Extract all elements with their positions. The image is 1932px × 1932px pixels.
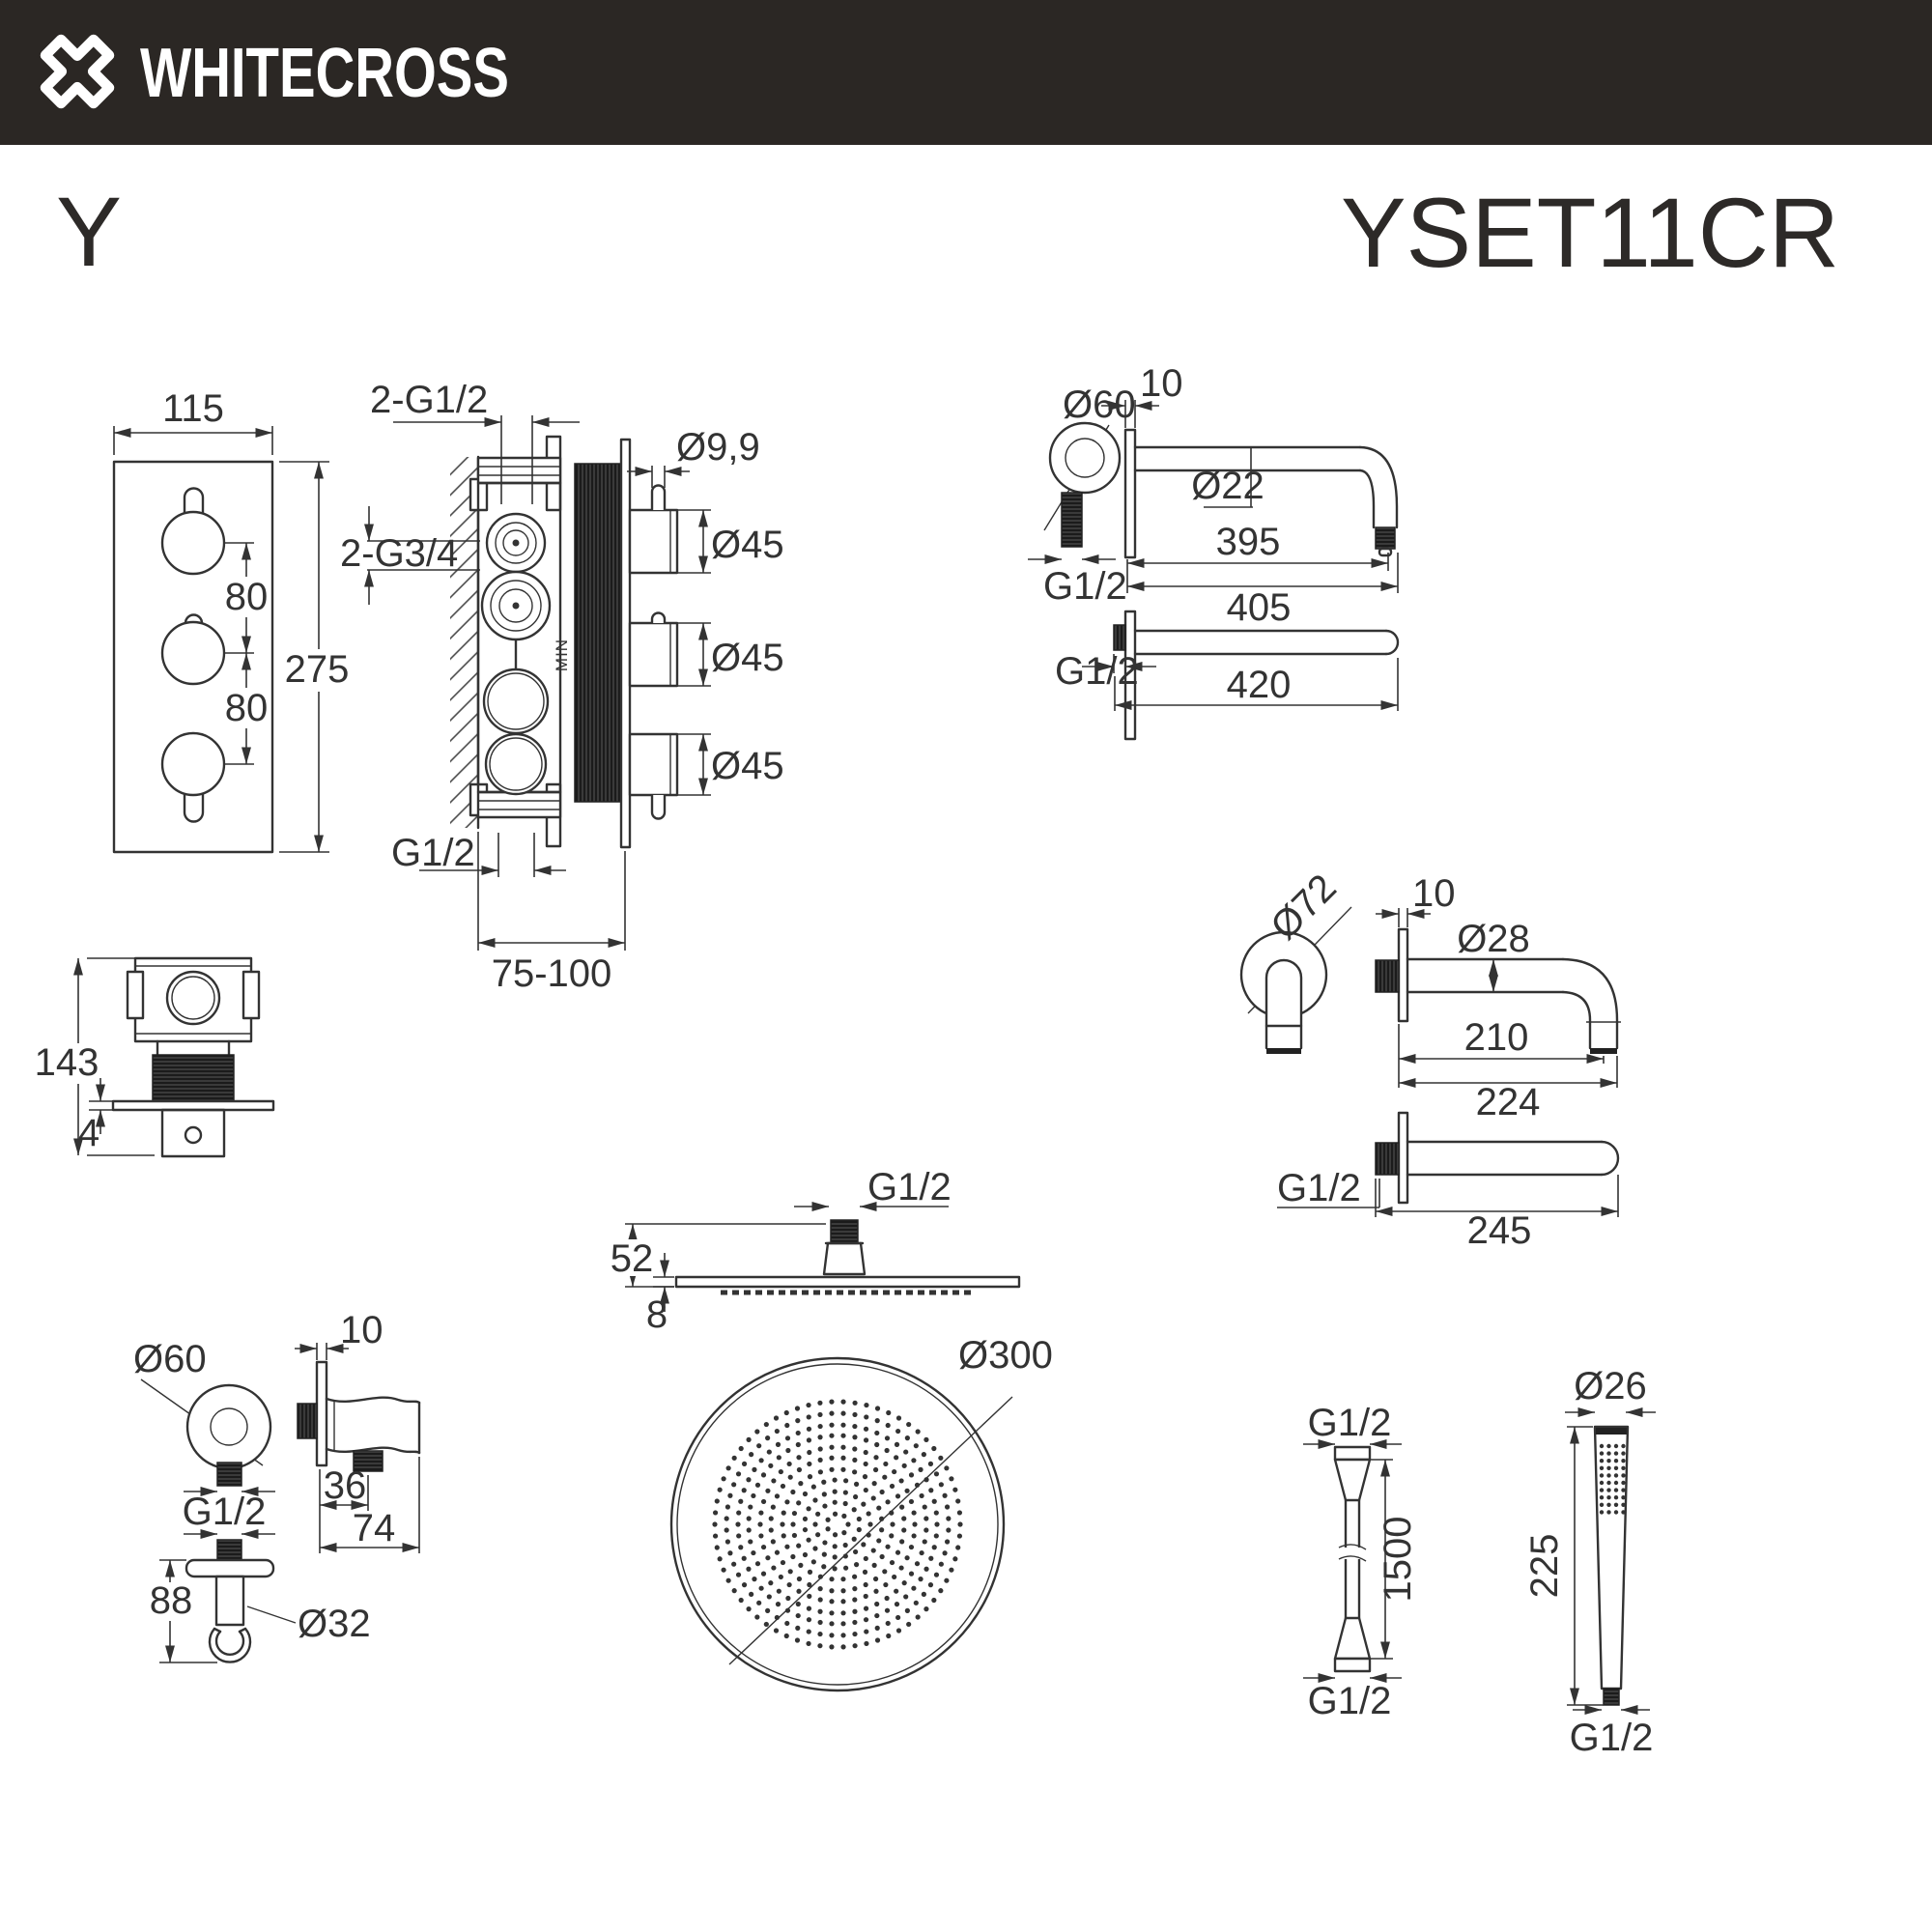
dim-pin-diameter: Ø9,9 <box>676 426 760 469</box>
dim-handshower-length: 225 <box>1523 1534 1566 1599</box>
dim-knob-diameter-2: Ø45 <box>711 637 784 679</box>
dim-spout-flange-depth: 10 <box>1412 872 1456 915</box>
dim-knob-diameter-1: Ø45 <box>711 524 784 566</box>
model-number: YSET11CR <box>1341 178 1839 288</box>
cartridge-body <box>574 463 627 803</box>
valve-union-view: 143 4 <box>35 956 275 1158</box>
dim-arm-straight-length: 420 <box>1227 664 1292 706</box>
dim-plate-thickness: 4 <box>78 1112 99 1154</box>
head-side-view: G1/2 52 8 <box>610 1166 1021 1336</box>
dim-total-depth: 74 <box>353 1507 396 1549</box>
dim-hose-length: 1500 <box>1377 1517 1419 1603</box>
dim-knob-spacing-2: 80 <box>225 687 269 729</box>
brand-name: WHITECROSS <box>140 35 509 112</box>
handshower-spray-face <box>1599 1443 1626 1515</box>
dim-union-height: 143 <box>35 1041 99 1084</box>
dim-head-diameter: Ø300 <box>958 1334 1053 1377</box>
handshower-view: Ø26 G1/2 225 <box>1523 1365 1656 1759</box>
header-bar <box>0 0 1932 145</box>
series-title: Y <box>56 177 122 287</box>
dim-arm-wall-thread: G1/2 <box>1043 565 1127 608</box>
dim-knob-spacing-1: 80 <box>225 576 269 618</box>
dim-holder-height: 88 <box>150 1579 193 1622</box>
dim-handshower-diameter: Ø26 <box>1574 1365 1647 1407</box>
brand-logo-x-icon <box>40 34 115 109</box>
dim-elbow-flange-diameter: Ø60 <box>133 1338 207 1380</box>
dim-knob-diameter-3: Ø45 <box>711 745 784 787</box>
dim-head-height: 52 <box>611 1237 654 1280</box>
dim-spout-straight-length: 245 <box>1467 1209 1532 1252</box>
dim-spout-total-length: 224 <box>1476 1081 1541 1123</box>
dim-arm-tube-diameter: Ø22 <box>1191 465 1264 507</box>
head-face-view: Ø300 <box>669 1334 1053 1692</box>
wall-hatch <box>450 457 478 828</box>
dim-hose-bottom-thread: G1/2 <box>1308 1680 1392 1722</box>
dim-arm-flange-depth: 10 <box>1140 362 1183 405</box>
min-marking: MIN <box>553 639 571 671</box>
dim-mounting-depth: 75-100 <box>492 952 612 995</box>
dim-arm-straight-thread: G1/2 <box>1055 650 1139 693</box>
dim-side-ports: 2-G3/4 <box>340 532 458 575</box>
dim-hook-diameter: Ø32 <box>298 1603 371 1645</box>
dim-elbow-flange-depth: 10 <box>340 1309 384 1351</box>
dim-elbow-thread: G1/2 <box>183 1491 267 1533</box>
dim-spout-thread: G1/2 <box>1277 1167 1361 1209</box>
dim-arm-tube-length: 395 <box>1216 521 1281 563</box>
dim-mixer-width: 115 <box>162 387 224 430</box>
wall-elbow-views: Ø60 G1/2 88 Ø32 10 36 <box>133 1309 421 1663</box>
dim-hose-top-thread: G1/2 <box>1308 1402 1392 1444</box>
mixer-side-view: MIN 2-G1/2 2-G3/4 Ø9,9 Ø45 Ø45 Ø45 G1 <box>340 379 784 995</box>
dim-spout-tube-length: 210 <box>1464 1016 1529 1059</box>
mixer-front-view: 115 275 80 80 <box>112 387 350 854</box>
dim-bottom-port: G1/2 <box>391 832 475 874</box>
shower-arm-views: Ø60 G1/2 10 Ø22 395 405 G1 <box>1028 362 1400 741</box>
dim-outlet-offset: 36 <box>324 1464 367 1507</box>
dim-top-ports: 2-G1/2 <box>370 379 488 421</box>
hose-view: G1/2 G1/2 1500 <box>1303 1402 1419 1722</box>
dim-mixer-height: 275 <box>285 648 350 691</box>
dim-arm-total-length: 405 <box>1227 586 1292 629</box>
dim-spout-tube-diameter: Ø28 <box>1457 918 1530 960</box>
dim-handshower-thread: G1/2 <box>1570 1717 1654 1759</box>
dim-head-thread: G1/2 <box>867 1166 952 1208</box>
dim-disc-thickness: 8 <box>646 1293 668 1336</box>
bath-spout-views: Ø72 10 Ø28 210 224 G1/2 245 <box>1239 867 1621 1252</box>
nozzle-dot-field <box>712 1399 963 1650</box>
